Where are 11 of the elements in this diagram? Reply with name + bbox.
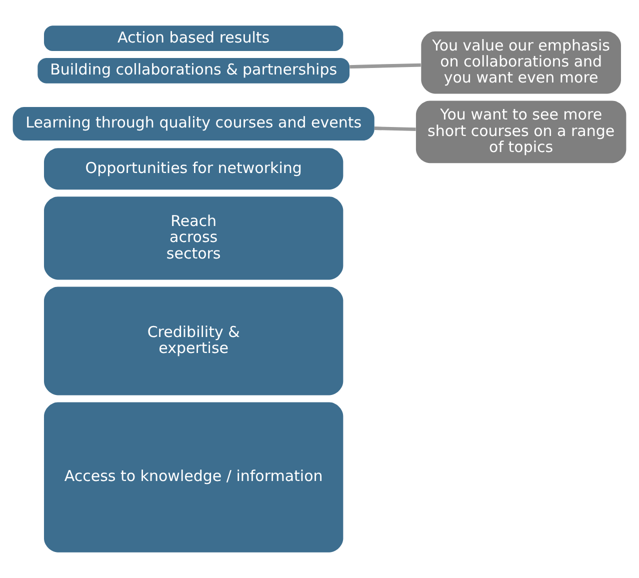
node-box: Credibility & expertise [44,286,344,396]
connector [374,126,416,132]
node-box: Opportunities for networking [44,148,344,190]
node-box: Building collaborations & partnerships [38,58,350,84]
node-box: You value our emphasis on collaborations and you want even more [421,31,621,94]
connector [350,63,421,69]
node-box: You want to see more short courses on a range of topics [416,100,626,164]
node-box: Learning through quality courses and events [12,107,374,141]
node-box: Action based results [44,26,344,52]
node-box: Reach across sectors [44,196,344,280]
node-box: Access to knowledge / information [44,402,344,552]
